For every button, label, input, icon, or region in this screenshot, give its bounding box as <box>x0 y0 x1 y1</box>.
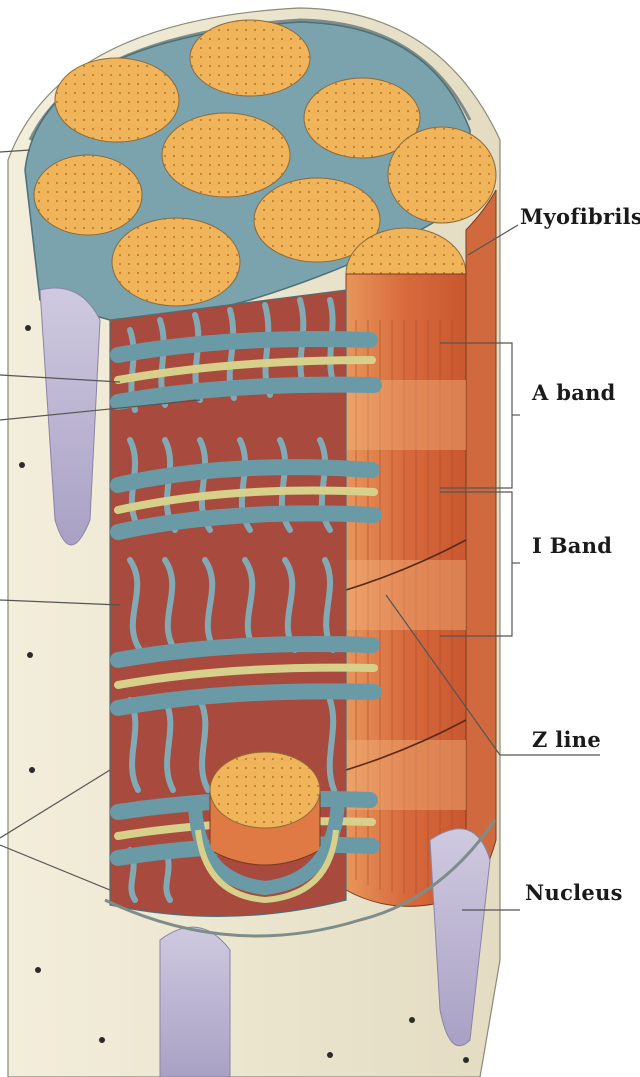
myofibril-top <box>112 218 240 306</box>
myofibril-column-back <box>466 190 496 895</box>
myofibril-top <box>388 127 496 223</box>
label-i-band: I Band <box>532 533 612 558</box>
myofibril-top <box>34 155 142 235</box>
myofibril-top <box>55 58 179 142</box>
myofibril-top <box>162 113 290 197</box>
myofibril-top <box>190 20 310 96</box>
band-shading <box>346 380 466 810</box>
label-a-band: A band <box>532 380 616 405</box>
label-z-line: Z line <box>532 727 601 752</box>
label-nucleus: Nucleus <box>525 880 623 905</box>
nucleus-shape <box>160 927 230 1077</box>
label-myofibrils: Myofibrils <box>520 204 640 229</box>
cut-myofibril-dots <box>210 752 320 828</box>
